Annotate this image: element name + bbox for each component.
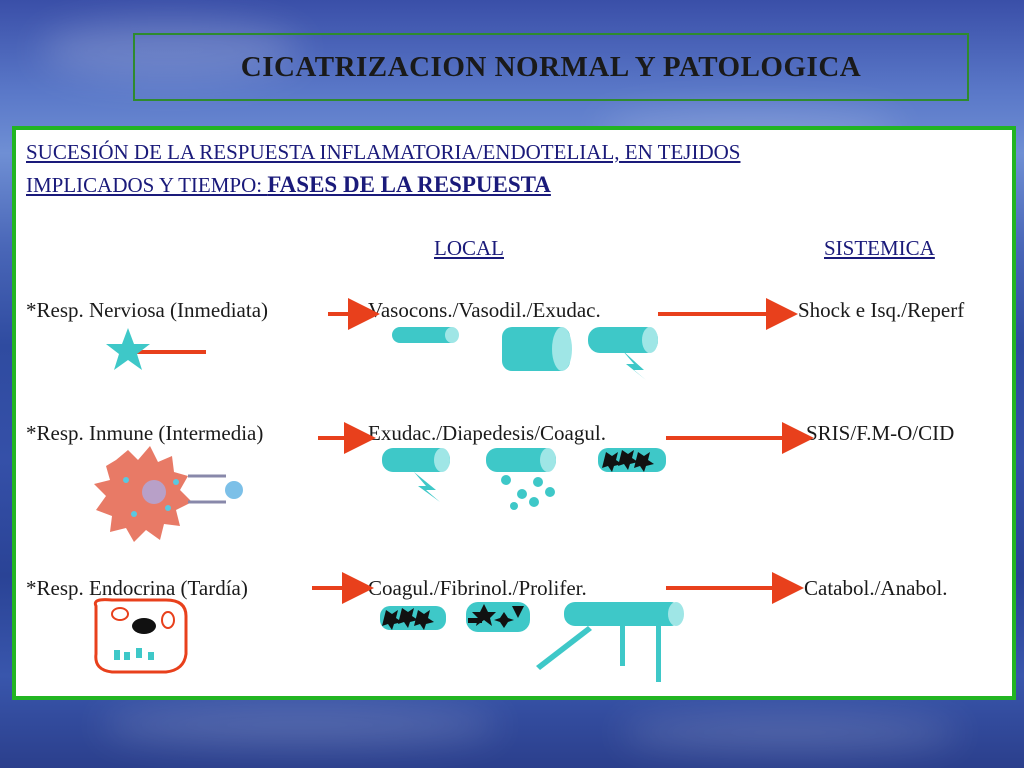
column-systemic: SISTEMICA [824, 236, 935, 260]
endocrine-cell-icon [93, 598, 188, 674]
row-local-nerviosa: Vasocons./Vasodil./Exudac. [368, 298, 601, 322]
vessel-proliferation-icon [536, 602, 684, 682]
row-local-endocrina: Coagul./Fibrinol./Prolifer. [368, 576, 587, 600]
phagocyte-icon [94, 446, 243, 542]
title-box: CICATRIZACION NORMAL Y PATOLOGICA [133, 33, 969, 101]
subtitle-line-2: IMPLICADOS Y TIEMPO: FASES DE LA RESPUES… [26, 172, 551, 198]
row1-arrows [136, 298, 798, 354]
vessel-fibrinolysis-icon [466, 602, 530, 632]
vessel-exudation-icon [588, 327, 658, 380]
row-label-endocrina: *Resp. Endocrina (Tardía) [26, 576, 248, 600]
diagram-graphics [93, 298, 814, 682]
vessel-coagulation-icon [598, 448, 666, 472]
vessel-vasoconstriction-icon [392, 327, 459, 343]
subtitle-prefix: IMPLICADOS Y TIEMPO: [26, 173, 268, 197]
vessel-diapedesis-icon [486, 448, 556, 510]
row-local-inmune: Exudac./Diapedesis/Coagul. [368, 421, 606, 445]
subtitle-line-1: SUCESIÓN DE LA RESPUESTA INFLAMATORIA/EN… [26, 140, 741, 164]
row-systemic-endocrina: Catabol./Anabol. [804, 576, 948, 600]
content-panel: SUCESIÓN DE LA RESPUESTA INFLAMATORIA/EN… [12, 126, 1016, 700]
vessel-coagulation-icon [380, 606, 446, 630]
column-local: LOCAL [434, 236, 504, 260]
row-label-nerviosa: *Resp. Nerviosa (Inmediata) [26, 298, 269, 322]
star-icon [106, 328, 150, 370]
vessel-vasodilation-icon [502, 327, 572, 371]
row-label-inmune: *Resp. Inmune (Intermedia) [26, 421, 264, 445]
row-systemic-inmune: SRIS/F.M-O/CID [806, 421, 955, 445]
vessel-exudation-icon [382, 448, 450, 502]
row-systemic-nerviosa: Shock e Isq./Reperf [798, 298, 965, 322]
page-title: CICATRIZACION NORMAL Y PATOLOGICA [240, 50, 862, 83]
subtitle-phases: FASES DE LA RESPUESTA [267, 172, 551, 197]
